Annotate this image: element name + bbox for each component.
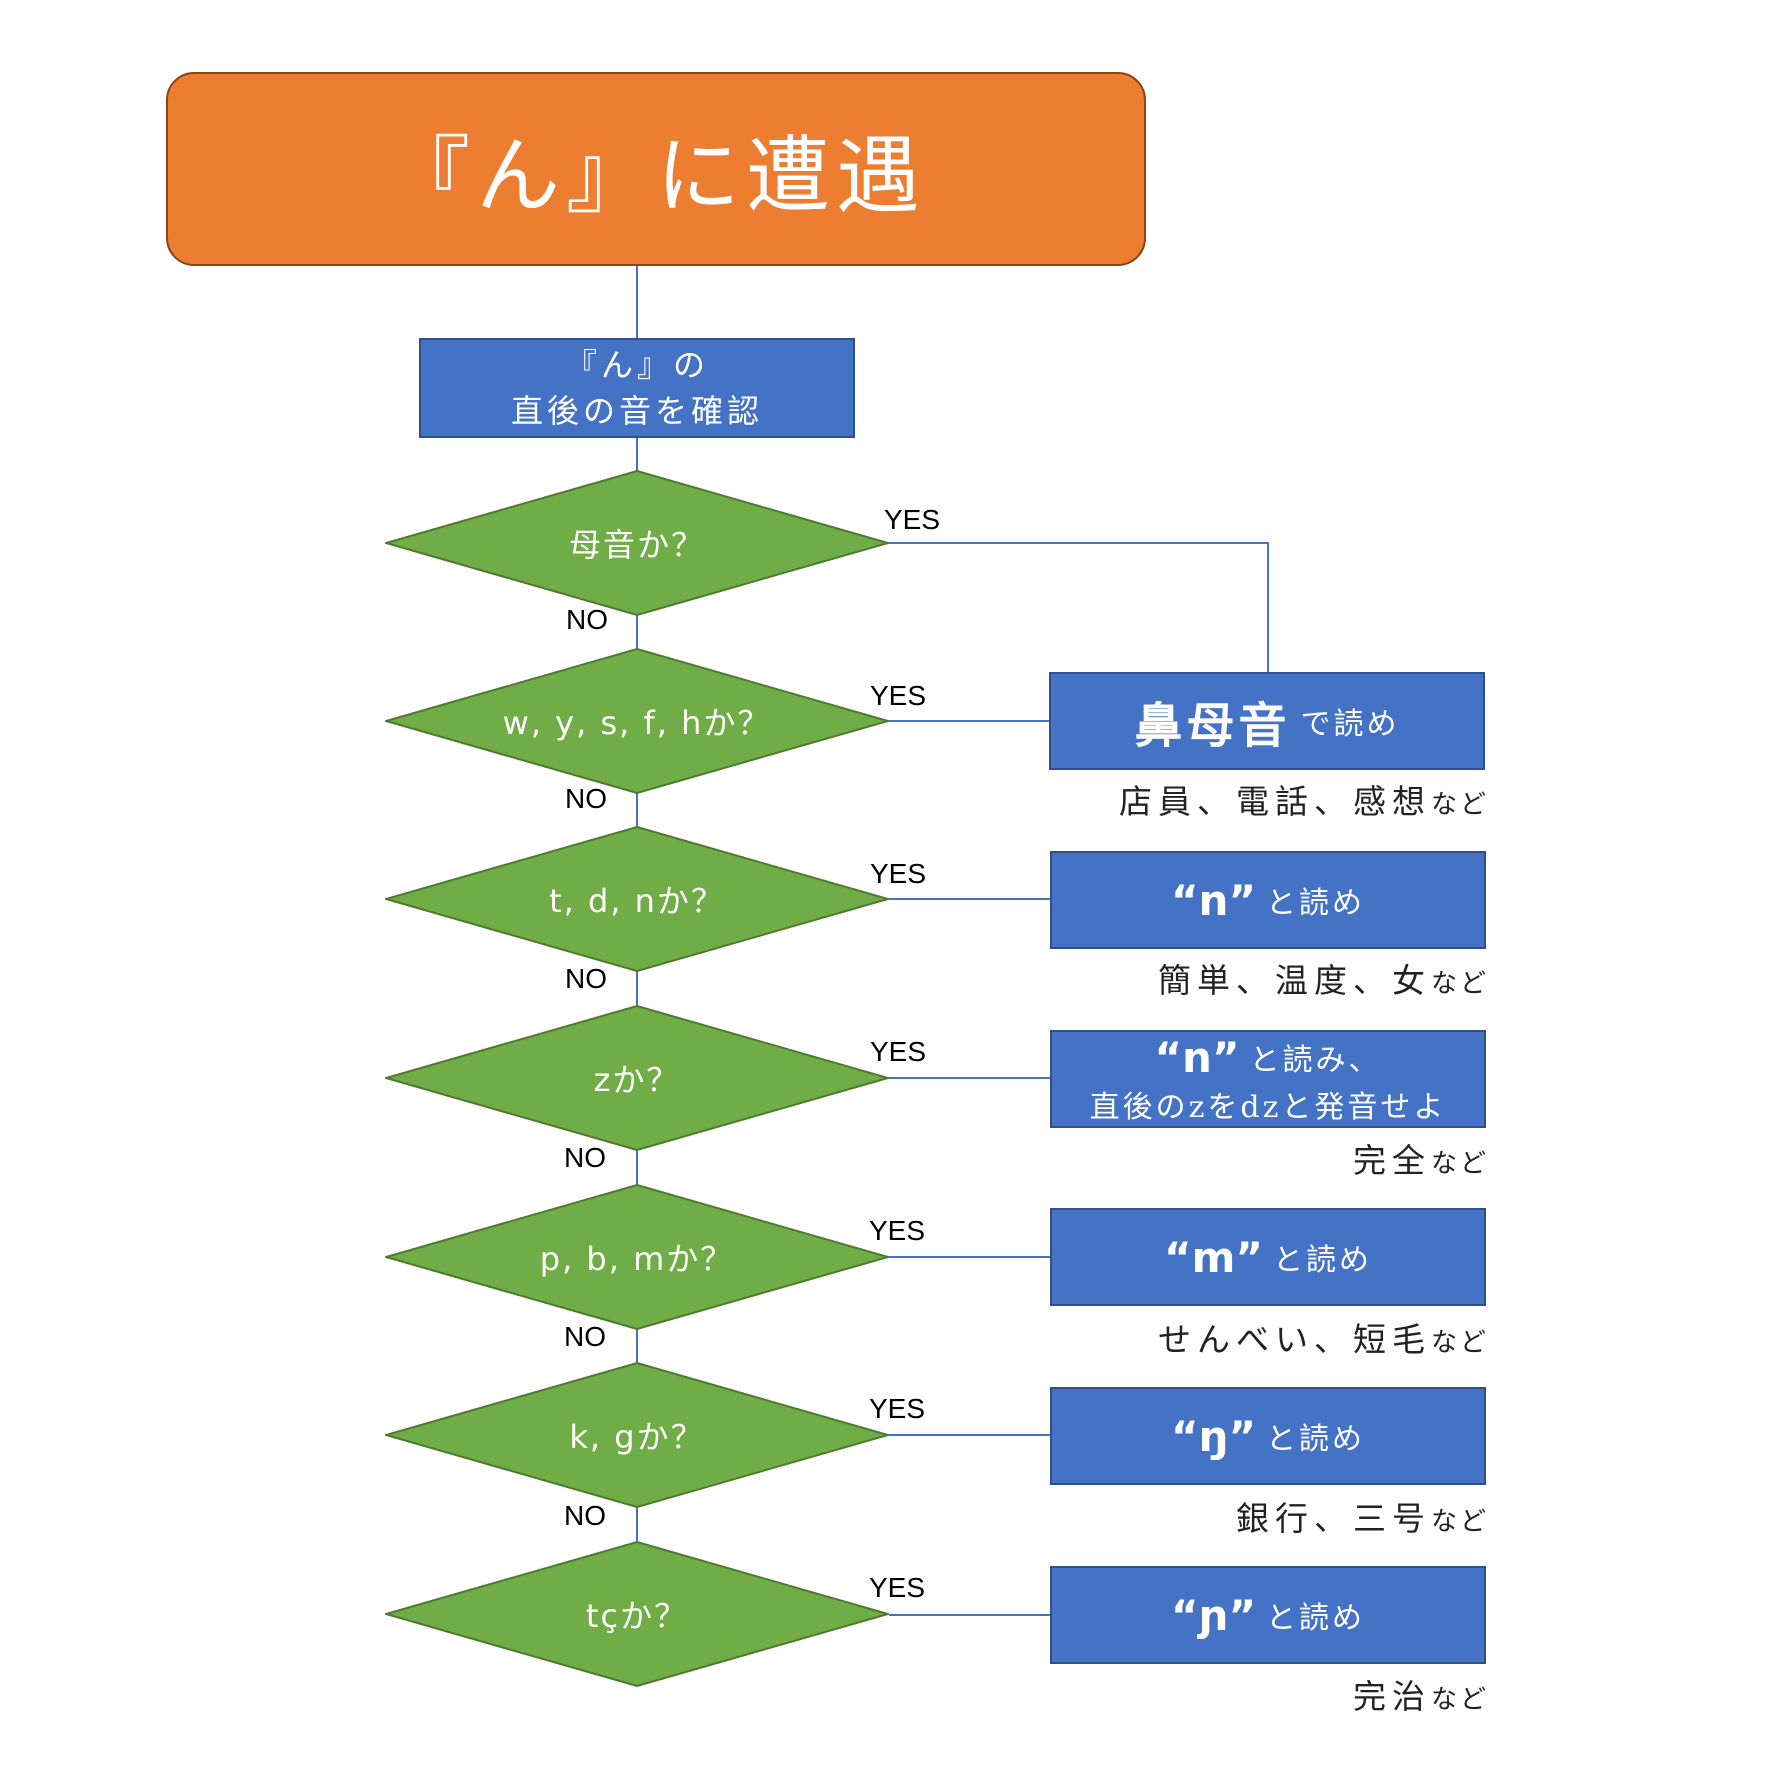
yes-label: YES [884, 504, 941, 535]
decision-label: tçか？ [585, 1597, 689, 1635]
no-label: NO [565, 783, 607, 814]
step-line1: 『ん』の [564, 346, 709, 384]
decision-vowel: 母音か？ [385, 470, 889, 616]
result-suffix: と読め [1266, 1601, 1366, 1636]
yes-label: YES [870, 1036, 927, 1067]
result-line1: “n” と読み、 [1154, 1032, 1381, 1082]
title-box: 『ん』に遭遇 [166, 72, 1146, 266]
example-text: 簡単、温度、女など [1158, 954, 1489, 1002]
decision-label: 母音か？ [568, 526, 705, 564]
result-suffix: と読め [1272, 1243, 1372, 1278]
result-suffix: と読め [1266, 1422, 1366, 1457]
check-next-sound-box: 『ん』の 直後の音を確認 [419, 338, 855, 438]
result-eng: “ŋ” と読め [1050, 1387, 1486, 1485]
example-words: 店員、電話、感想 [1118, 782, 1431, 821]
result-suffix: と読め [1266, 886, 1366, 921]
yes-label: YES [869, 1215, 926, 1246]
step-line2: 直後の音を確認 [510, 392, 763, 430]
example-tail: など [1430, 1685, 1489, 1715]
example-text: 銀行、三号など [1236, 1492, 1489, 1540]
example-text: 完治など [1353, 1670, 1489, 1718]
result-main: 鼻母音 [1134, 698, 1291, 754]
example-words: 完全 [1352, 1141, 1431, 1180]
result-line2: 直後のzをdzと発音せよ [1089, 1090, 1447, 1125]
yes-label: YES [870, 680, 927, 711]
example-text: せんべい、短毛など [1158, 1313, 1489, 1361]
yes-label: YES [869, 1393, 926, 1424]
example-tail: など [1430, 1507, 1489, 1537]
decision-label: zか？ [593, 1061, 681, 1099]
yes-label: YES [869, 1572, 926, 1603]
result-main: “ɲ” [1170, 1590, 1257, 1640]
example-words: せんべい、短毛 [1157, 1320, 1431, 1359]
result-nasal-vowel: 鼻母音 で読め [1049, 672, 1485, 770]
example-tail: など [1430, 790, 1489, 820]
decision-tc: tçか？ [385, 1541, 889, 1687]
decision-wysfh: w, y, s, f, hか？ [385, 648, 889, 794]
result-suffix: で読め [1300, 707, 1400, 742]
example-words: 銀行、三号 [1235, 1499, 1431, 1538]
result-main: “n” [1170, 875, 1257, 925]
decision-label: p, b, mか？ [539, 1240, 735, 1278]
example-tail: など [1430, 1328, 1489, 1358]
result-main: “ŋ” [1170, 1411, 1257, 1461]
result-suffix: と読み、 [1249, 1043, 1382, 1078]
result-main: “n” [1154, 1032, 1240, 1082]
title-text: 『ん』に遭遇 [385, 126, 926, 225]
no-label: NO [565, 963, 607, 994]
result-n: “n” と読め [1050, 851, 1486, 949]
no-label: NO [564, 1321, 606, 1352]
decision-label: k, gか？ [569, 1418, 705, 1456]
example-text: 完全など [1353, 1134, 1489, 1182]
result-palatal-n: “ɲ” と読め [1050, 1566, 1486, 1664]
decision-z: zか？ [385, 1005, 889, 1151]
decision-label: t, d, nか？ [549, 882, 725, 920]
result-m: “m” と読め [1050, 1208, 1486, 1306]
decision-tdn: t, d, nか？ [385, 826, 889, 972]
result-n-dz: “n” と読み、 直後のzをdzと発音せよ [1050, 1030, 1486, 1128]
example-words: 簡単、温度、女 [1157, 961, 1431, 1000]
yes-label: YES [870, 858, 927, 889]
decision-kg: k, gか？ [385, 1362, 889, 1508]
no-label: NO [564, 1142, 606, 1173]
decision-label: w, y, s, f, hか？ [502, 704, 772, 742]
connector-vowel-yes [889, 542, 1269, 672]
example-tail: など [1430, 1149, 1489, 1179]
decision-pbm: p, b, mか？ [385, 1184, 889, 1330]
no-label: NO [566, 604, 608, 635]
example-tail: など [1430, 969, 1489, 999]
no-label: NO [564, 1500, 606, 1531]
example-text: 店員、電話、感想など [1119, 775, 1489, 823]
result-main: “m” [1164, 1232, 1263, 1282]
example-words: 完治 [1352, 1677, 1431, 1716]
